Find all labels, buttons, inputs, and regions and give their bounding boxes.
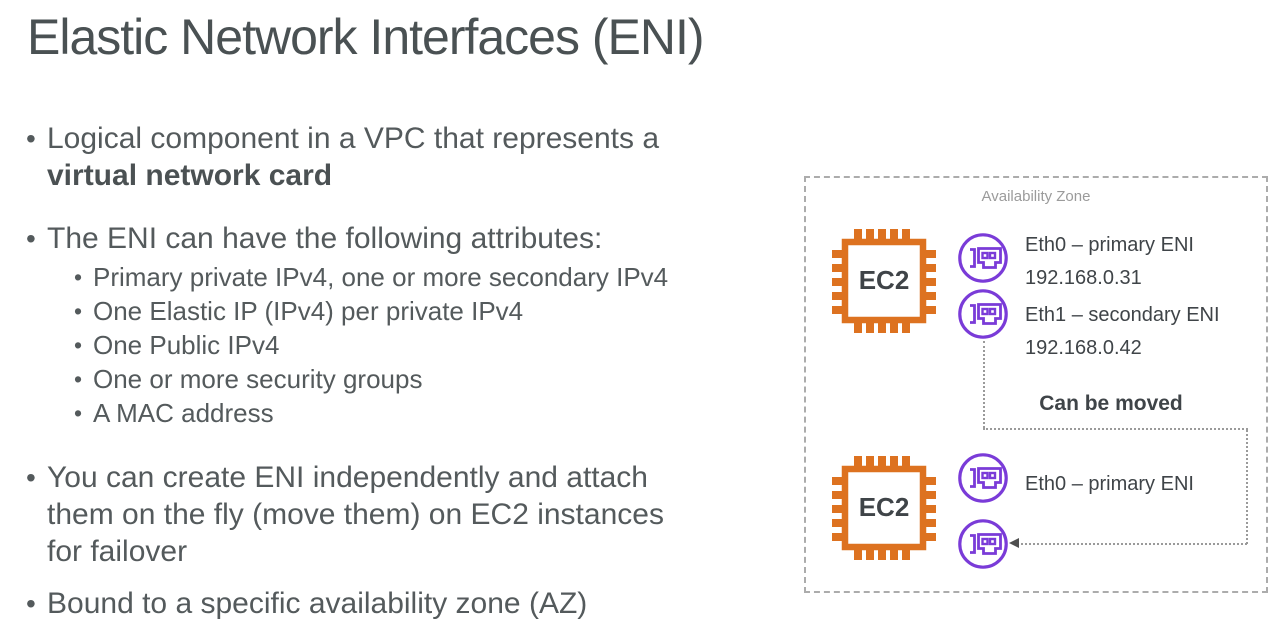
eni-icon: [958, 233, 1008, 283]
bullet-text: Logical component in a VPC that represen…: [47, 122, 660, 155]
eth1-ip: 192.168.0.42: [1025, 337, 1142, 359]
ec2-label: EC2: [859, 265, 910, 295]
sub-bullet-mac-address: A MAC address: [73, 396, 770, 430]
eth1-secondary-label: Eth1 – secondary ENI 192.168.0.42: [1025, 299, 1220, 365]
bullet-bound-az: Bound to a specific availability zone (A…: [25, 585, 770, 622]
dotted-connector-return: [1021, 543, 1247, 545]
bullet-list: Logical component in a VPC that represen…: [25, 120, 770, 622]
sub-bullet-text: A MAC address: [93, 398, 274, 428]
eth1-title: Eth1 – secondary ENI: [1025, 304, 1220, 326]
ec2-chip-icon: EC2: [832, 229, 936, 333]
eni-icon: [958, 453, 1008, 503]
availability-zone-label: Availability Zone: [981, 188, 1091, 205]
bullet-text: Bound to a specific availability zone (A…: [47, 587, 588, 620]
eth0-title: Eth0 – primary ENI: [1025, 473, 1194, 495]
sub-bullet-security-groups: One or more security groups: [73, 362, 770, 396]
sub-bullet-list: Primary private IPv4, one or more second…: [73, 260, 770, 430]
sub-bullet-text: Primary private IPv4, one or more second…: [93, 262, 669, 292]
sub-bullet-text: One or more security groups: [93, 364, 423, 394]
eth0-primary-label: Eth0 – primary ENI 192.168.0.31: [1025, 229, 1194, 295]
bullet-text: The ENI can have the following attribute…: [47, 222, 603, 255]
eni-icon: [958, 519, 1008, 569]
sub-bullet-text: One Public IPv4: [93, 330, 280, 360]
bullet-logical-component: Logical component in a VPC that represen…: [25, 120, 770, 194]
eth0-title: Eth0 – primary ENI: [1025, 234, 1194, 256]
can-be-moved-note: Can be moved: [1039, 392, 1183, 415]
dotted-connector-down: [983, 341, 985, 428]
ec2-chip-icon: EC2: [832, 456, 936, 560]
sub-bullet-text: One Elastic IP (IPv4) per private IPv4: [93, 296, 524, 326]
availability-zone-box: [804, 176, 1268, 593]
bullet-eni-attributes: The ENI can have the following attribute…: [25, 220, 770, 430]
dotted-connector-down-right: [1246, 430, 1248, 544]
arrowhead-icon: [1009, 538, 1019, 548]
eth0-primary-label-bottom: Eth0 – primary ENI: [1025, 468, 1194, 501]
sub-bullet-primary-ipv4: Primary private IPv4, one or more second…: [73, 260, 770, 294]
bullet-text: You can create ENI independently and att…: [47, 461, 664, 568]
eni-icon: [958, 289, 1008, 339]
slide-title: Elastic Network Interfaces (ENI): [27, 9, 705, 65]
sub-bullet-public-ipv4: One Public IPv4: [73, 328, 770, 362]
eth0-ip: 192.168.0.31: [1025, 267, 1142, 289]
sub-bullet-elastic-ip: One Elastic IP (IPv4) per private IPv4: [73, 294, 770, 328]
ec2-label: EC2: [859, 492, 910, 522]
bullet-text-bold: virtual network card: [47, 159, 333, 192]
dotted-connector-across: [983, 428, 1248, 430]
bullet-create-eni: You can create ENI independently and att…: [25, 459, 770, 570]
